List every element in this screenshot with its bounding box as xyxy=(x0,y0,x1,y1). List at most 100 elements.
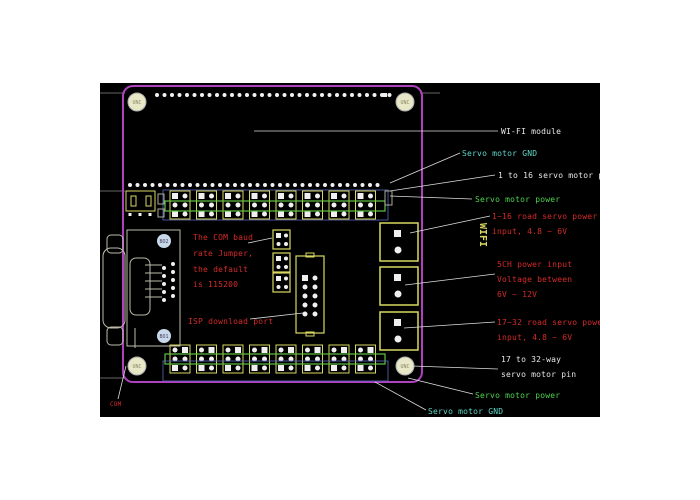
header-pin xyxy=(300,183,305,187)
header-pin-square xyxy=(383,93,387,97)
header-pin xyxy=(203,183,207,187)
servo-pad xyxy=(358,356,363,362)
servo-pad xyxy=(368,202,373,208)
servo-pad xyxy=(172,202,178,208)
header-pin xyxy=(237,93,242,97)
leader-line xyxy=(403,321,496,329)
leader-line xyxy=(409,215,491,234)
header-pin xyxy=(308,183,312,187)
servo-pad xyxy=(315,211,320,217)
header-pin xyxy=(215,93,219,97)
header-pin xyxy=(285,183,290,187)
header-pin xyxy=(278,183,282,187)
power-terminal-outline xyxy=(379,311,419,351)
label-com-baud-4: is 115200 xyxy=(193,280,239,289)
servo-pad xyxy=(209,202,214,208)
com-pin xyxy=(162,274,166,278)
com-connector-shell xyxy=(102,247,126,329)
baud-jumper-outline xyxy=(272,272,291,293)
servo-header-outline xyxy=(222,344,244,374)
com-screw xyxy=(106,326,124,346)
label-isp-port: ISP download port xyxy=(188,317,274,326)
leader-line xyxy=(389,195,473,200)
power-terminal-pad-square xyxy=(394,319,401,326)
header-pin xyxy=(207,93,212,97)
servo-pad xyxy=(368,193,373,199)
servo-pad xyxy=(235,365,241,371)
header-pin xyxy=(255,183,260,187)
servo-pad xyxy=(331,202,337,208)
servo-pad xyxy=(182,365,188,371)
servo-header-outline xyxy=(302,190,323,220)
label-servo-power-top: Servo motor power xyxy=(475,195,561,204)
servo-pad xyxy=(288,365,294,371)
baud-jumper-pad xyxy=(284,276,288,281)
com-pin xyxy=(171,270,175,274)
servo-pad-square xyxy=(278,193,284,199)
power-terminal-pad xyxy=(394,335,402,343)
com-pin xyxy=(171,262,175,266)
header-pin xyxy=(260,93,264,97)
header-pin xyxy=(158,183,162,187)
header-pin xyxy=(170,93,174,97)
baud-jumper-pad xyxy=(276,242,281,246)
mount-hole-label: UNC xyxy=(132,364,141,370)
label-servo-gnd-top: Servo motor GND xyxy=(462,149,538,158)
header-pin xyxy=(225,183,230,187)
isp-pad xyxy=(302,302,308,308)
header-pin xyxy=(293,183,297,187)
com-screw xyxy=(106,234,124,254)
header-pin xyxy=(173,183,177,187)
jumper-label: BO2 xyxy=(159,239,168,245)
servo-pad xyxy=(252,356,257,362)
servo-pad xyxy=(209,356,214,362)
isp-pad-square xyxy=(302,275,308,281)
servo-pad xyxy=(235,202,241,208)
servo-header-outline xyxy=(169,190,191,220)
header-pin xyxy=(252,93,257,97)
servo-pad xyxy=(209,211,214,217)
label-com-baud-2: rate Jumper, xyxy=(193,249,254,258)
baud-jumper-outline xyxy=(272,252,291,273)
servo-pad-square xyxy=(182,347,188,353)
servo-pad xyxy=(331,356,337,362)
servo-pad xyxy=(199,202,204,208)
servo-header-outline xyxy=(328,190,350,220)
servo-pad-square xyxy=(225,193,231,199)
leader-line xyxy=(374,381,427,411)
servo-pad xyxy=(341,356,347,362)
servo-header-outline xyxy=(328,344,350,374)
com-connector-outline xyxy=(126,229,181,347)
isp-pad xyxy=(302,293,308,299)
servo-pad xyxy=(305,356,310,362)
baud-jumper-outline xyxy=(272,229,291,250)
header-pin xyxy=(200,93,204,97)
baud-jumper-pad-square xyxy=(276,276,281,281)
servo-pad-square xyxy=(251,365,258,371)
servo-power-rail-top xyxy=(164,200,386,212)
header-pin xyxy=(327,93,332,97)
mount-hole xyxy=(395,92,415,112)
servo-pad-square xyxy=(198,211,205,217)
com-pin xyxy=(162,282,166,286)
header-pin xyxy=(345,183,350,187)
servo-pad xyxy=(278,356,284,362)
servo-pad xyxy=(225,347,231,353)
mount-hole xyxy=(127,92,147,112)
servo-pad xyxy=(199,347,204,353)
header-pin xyxy=(150,183,155,187)
servo-pad xyxy=(358,202,363,208)
header-pin xyxy=(353,183,357,187)
servo-header-outline xyxy=(275,344,297,374)
servo-pad-square xyxy=(251,193,258,199)
baud-jumper-pad xyxy=(276,285,281,289)
servo-pad xyxy=(172,356,178,362)
servo-pad xyxy=(199,356,204,362)
header-pin xyxy=(372,93,377,97)
header-pin xyxy=(155,93,159,97)
servo-pad-square xyxy=(278,365,284,371)
servo-pad-square xyxy=(172,211,178,217)
com-pin xyxy=(162,290,166,294)
label-servo-pins-1-16: 1 to 16 servo motor pin xyxy=(498,171,600,180)
servo-pad xyxy=(288,356,294,362)
